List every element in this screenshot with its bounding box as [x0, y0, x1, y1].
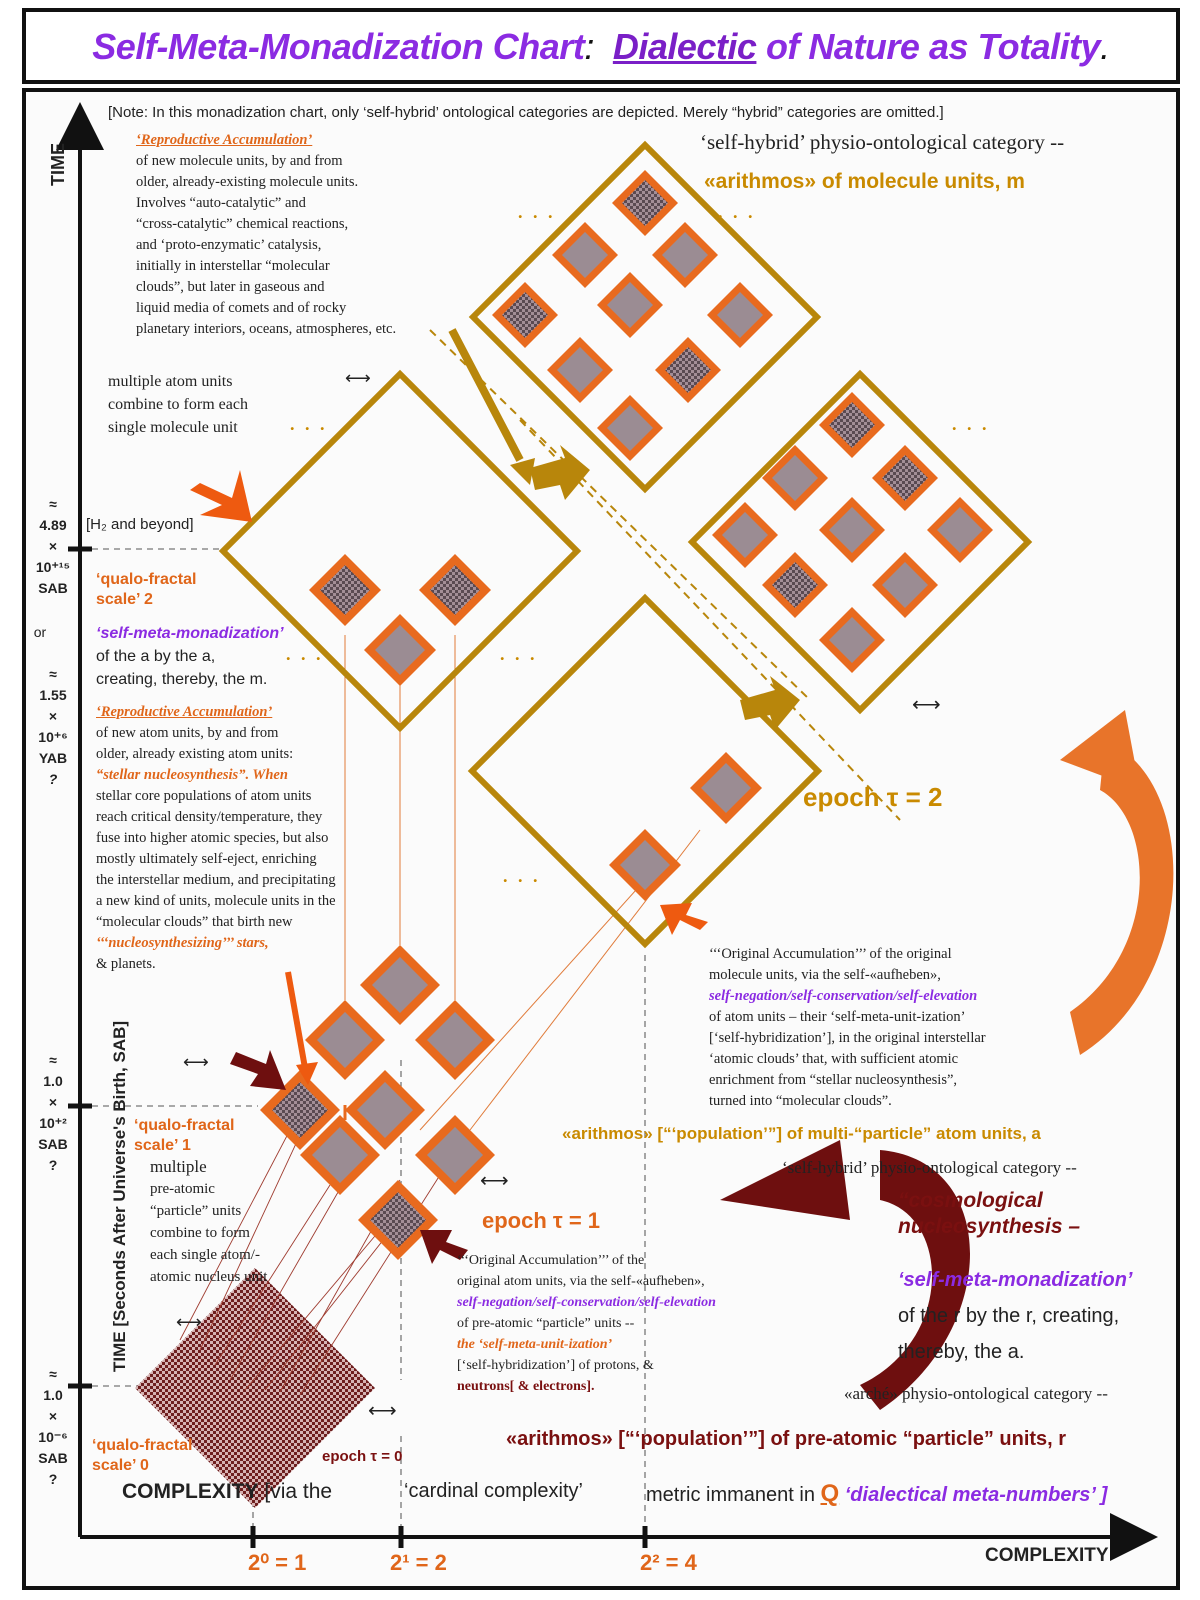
- arche-category-label: «arché» physio-ontological category --: [844, 1384, 1108, 1403]
- maroon-curved-arrow: [860, 1150, 970, 1410]
- maroon-pointer-2: [420, 1230, 468, 1264]
- gold-arrow-head: [510, 458, 535, 485]
- title-dialectic: Dialectic: [612, 26, 757, 67]
- double-arrow-a: ⟷: [480, 1170, 509, 1192]
- repro-atom-text: ‘Reproductive Accumulation’ of new atom …: [96, 704, 336, 972]
- molecule-diamond-right: [687, 369, 1033, 715]
- ellipsis-2: . . .: [718, 202, 756, 222]
- atom-population-label: «arithmos» [“‘population’”] of multi-“pa…: [562, 1124, 1041, 1143]
- gold-block-arrow-1: [530, 445, 590, 500]
- double-arrow-r: ⟷: [368, 1400, 397, 1422]
- ellipsis-5: . . .: [286, 644, 324, 664]
- title-frame: Self-Meta-Monadization Chart: Dialectic …: [22, 8, 1180, 84]
- smm-atom-text: ‘self-meta-monadization’ of the a by the…: [96, 625, 284, 688]
- chart-title: Self-Meta-Monadization Chart: Dialectic …: [26, 26, 1176, 68]
- orange-pointer-repro: [285, 971, 308, 1069]
- x-caption-cardinal: ‘cardinal complexity’: [404, 1480, 583, 1502]
- x-caption: COMPLEXITY [via the: [122, 1480, 333, 1503]
- molecule-diamond-top: [468, 140, 822, 494]
- title-colon: :: [584, 26, 594, 67]
- x-tick-label-1: 2⁰ = 1: [248, 1550, 307, 1575]
- repro-molecule-text: ‘Reproductive Accumulation’ of new molec…: [136, 132, 397, 337]
- ellipsis-4: . . .: [952, 414, 990, 434]
- title-part-3: of Nature as Totality: [765, 26, 1101, 67]
- x-caption-metric: metric immanent in Q ‘dialectical meta-n…: [646, 1480, 1108, 1507]
- ellipsis-1: . . .: [518, 202, 556, 222]
- maroon-curved-arrowhead: [720, 1140, 850, 1220]
- scale1-label: ‘qualo-fractal scale’ 1: [134, 1117, 235, 1154]
- orange-curved-arrow: [1070, 740, 1174, 1055]
- ellipsis-6: . . .: [500, 644, 538, 664]
- double-arrow-2: ⟷: [183, 1052, 209, 1072]
- x-axis-label: COMPLEXITY: [985, 1545, 1109, 1566]
- h2-label: [H₂ and beyond]: [86, 516, 194, 533]
- double-arrow-m: ⟷: [912, 694, 941, 716]
- molecule-category-line1: ‘self-hybrid’ physio-ontological categor…: [700, 130, 1065, 154]
- title-period: .: [1100, 26, 1110, 67]
- gold-block-arrow-2: [740, 676, 800, 730]
- epoch-1-label: epoch τ = 1: [482, 1208, 601, 1233]
- smm-r-text: ‘self-meta-monadization’ of the r by the…: [898, 1269, 1133, 1363]
- y-axis-label: TIME: [48, 143, 68, 186]
- ellipsis-3: . . .: [290, 414, 328, 434]
- double-arrow-1: ⟷: [176, 1312, 202, 1332]
- gold-arrow-shaft: [448, 328, 524, 462]
- orig-atom-text: ‘‘‘Original Accumulation’’’ of the origi…: [457, 1253, 716, 1394]
- epoch-2-label: epoch τ = 2: [803, 782, 943, 812]
- orig-molecule-text: ‘‘‘Original Accumulation’’’ of the origi…: [709, 946, 986, 1109]
- scale0-diamond: [135, 1268, 375, 1508]
- y-axis-label-lower: TIME [Seconds After Universe's Birth, SA…: [110, 1020, 129, 1372]
- note-text: [Note: In this monadization chart, only …: [108, 104, 944, 121]
- molecule-atoms-right: [712, 392, 993, 673]
- orange-curved-arrowhead: [1060, 710, 1140, 790]
- x-tick-label-4: 2² = 4: [640, 1550, 697, 1575]
- orange-pointer-h2: [190, 470, 252, 522]
- scale2-diamond-a: [218, 369, 582, 733]
- double-arrow-4: ⟷: [345, 368, 371, 388]
- scale1-atoms: [260, 945, 495, 1260]
- scale2-atoms-a: [309, 554, 491, 686]
- molecule-atoms-top: [492, 170, 773, 461]
- x-tick-label-2: 2¹ = 2: [390, 1550, 447, 1575]
- ellipsis-7: . . .: [503, 866, 541, 886]
- gold-dashed-diagonals: [429, 329, 901, 821]
- orange-pointer-orig-mol: [660, 903, 708, 935]
- orange-pointer-repro-head: [296, 1062, 318, 1085]
- y-tick-label-or: or: [33, 624, 47, 640]
- molecule-category-line2: «arithmos» of molecule units, m: [704, 170, 1025, 193]
- scale2-atoms-b: [609, 752, 762, 901]
- r-population-label: «arithmos» [“‘population’”] of pre-atomi…: [506, 1428, 1067, 1450]
- epoch-0-label: epoch τ = 0: [322, 1448, 403, 1465]
- scale0-label: ‘qualo-fractal scale’ 0: [92, 1437, 193, 1474]
- maroon-pointer-1: [230, 1050, 286, 1090]
- title-part-1: Self-Meta-Monadization Chart: [92, 26, 585, 67]
- scale2-label: ‘qualo-fractal scale’ 2: [96, 571, 197, 608]
- atom-category-label: ‘self-hybrid’ physio-ontological categor…: [782, 1158, 1077, 1177]
